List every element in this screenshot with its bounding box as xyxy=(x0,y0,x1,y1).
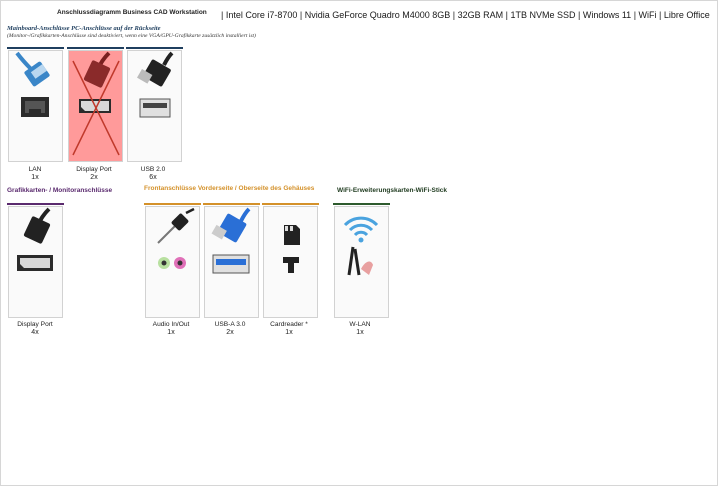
port-label-displayport-gpu: Display Port xyxy=(17,321,53,328)
port-label-displayport-board: Display Port xyxy=(76,166,112,173)
displayport-cable-icon xyxy=(17,207,53,271)
port-count-usb2: 6x xyxy=(149,174,157,181)
port-count-wlan: 1x xyxy=(356,329,364,336)
section-bar xyxy=(262,203,319,205)
port-card-usb2 xyxy=(127,50,182,162)
port-label-usb2: USB 2.0 xyxy=(140,166,166,173)
usb3-cable-icon xyxy=(211,207,251,274)
mainboard-section-note: (Monitor-/Grafikkarten-Anschlüsse sind d… xyxy=(7,33,256,39)
document-title: Anschlussdiagramm Business CAD Workstati… xyxy=(57,9,207,16)
section-bar xyxy=(126,47,183,49)
port-label-usb3: USB-A 3.0 xyxy=(214,321,246,328)
port-card-displayport-gpu xyxy=(8,206,63,318)
port-label-cardreader: Cardreader * xyxy=(270,321,308,328)
section-bar xyxy=(67,47,124,49)
section-bar xyxy=(7,47,64,49)
section-bar xyxy=(144,203,201,205)
port-count-lan: 1x xyxy=(31,174,39,181)
ethernet-cable-icon xyxy=(15,51,50,117)
wifi-antenna-icon xyxy=(343,216,379,276)
port-count-usb3: 2x xyxy=(226,329,234,336)
sd-card-icon xyxy=(283,225,300,273)
front-section-title: Frontanschlüsse Vorderseite / Oberseite … xyxy=(144,185,315,192)
section-bar xyxy=(333,203,390,205)
port-card-wlan xyxy=(334,206,389,318)
audio-jack-icon xyxy=(157,207,195,269)
mainboard-section-title: Mainboard-Anschlüsse PC-Anschlüsse auf d… xyxy=(7,25,161,32)
system-specs: | Intel Core i7-8700 | Nvidia GeForce Qu… xyxy=(221,10,710,20)
port-card-displayport-disabled xyxy=(68,50,123,162)
section-bar xyxy=(7,203,64,205)
port-count-cardreader: 1x xyxy=(285,329,293,336)
port-label-lan: LAN xyxy=(28,166,42,173)
port-label-audio: Audio In/Out xyxy=(152,321,190,328)
port-card-usb3 xyxy=(204,206,259,318)
gpu-section-title: Grafikkarten- / Monitoranschlüsse xyxy=(7,187,113,194)
port-count-displayport-gpu: 4x xyxy=(31,329,39,336)
port-card-audio xyxy=(145,206,200,318)
port-count-displayport-board: 2x xyxy=(90,174,98,181)
wifi-section-title: WiFi-Erweiterungskarten-WiFi-Stick xyxy=(337,187,448,194)
port-card-lan xyxy=(8,50,63,162)
port-label-wlan: W-LAN xyxy=(349,321,371,328)
usb-cable-icon xyxy=(137,51,174,118)
port-card-cardreader xyxy=(263,206,318,318)
port-count-audio: 1x xyxy=(167,329,175,336)
displayport-cable-icon xyxy=(72,51,120,156)
section-bar xyxy=(203,203,260,205)
